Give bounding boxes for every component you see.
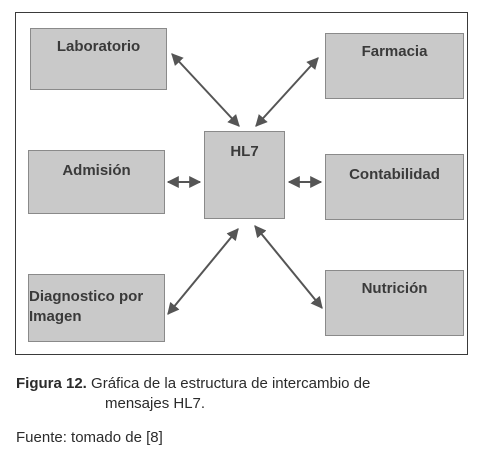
figure-caption-text-line2: mensajes HL7. [105,395,206,412]
node-diagnostico-label-line2: Imagen [29,308,82,325]
node-nutricion-label: Nutrición [361,280,428,297]
node-farmacia-label: Farmacia [361,43,428,60]
node-laboratorio: Laboratorio [30,28,167,90]
figure-caption-label: Figura 12. [16,375,87,392]
node-farmacia: Farmacia [325,33,464,99]
node-contabilidad: Contabilidad [325,154,464,220]
node-admision-label: Admisión [62,162,131,179]
node-contabilidad-label: Contabilidad [349,166,440,183]
node-nutricion: Nutrición [325,270,464,336]
node-hl7: HL7 [204,131,285,219]
node-diagnostico-label-line1: Diagnostico por [29,288,144,305]
node-admision: Admisión [28,150,165,214]
figure-caption-text-line1: Gráfica de la estructura de intercambio … [91,375,371,392]
figure-source: Fuente: tomado de [8] [16,429,163,446]
figure-caption: Figura 12. Gráfica de la estructura de i… [16,374,481,414]
node-hl7-label: HL7 [230,143,259,160]
node-laboratorio-label: Laboratorio [56,38,141,55]
node-diagnostico-por-imagen: Diagnostico por Imagen [28,274,165,342]
